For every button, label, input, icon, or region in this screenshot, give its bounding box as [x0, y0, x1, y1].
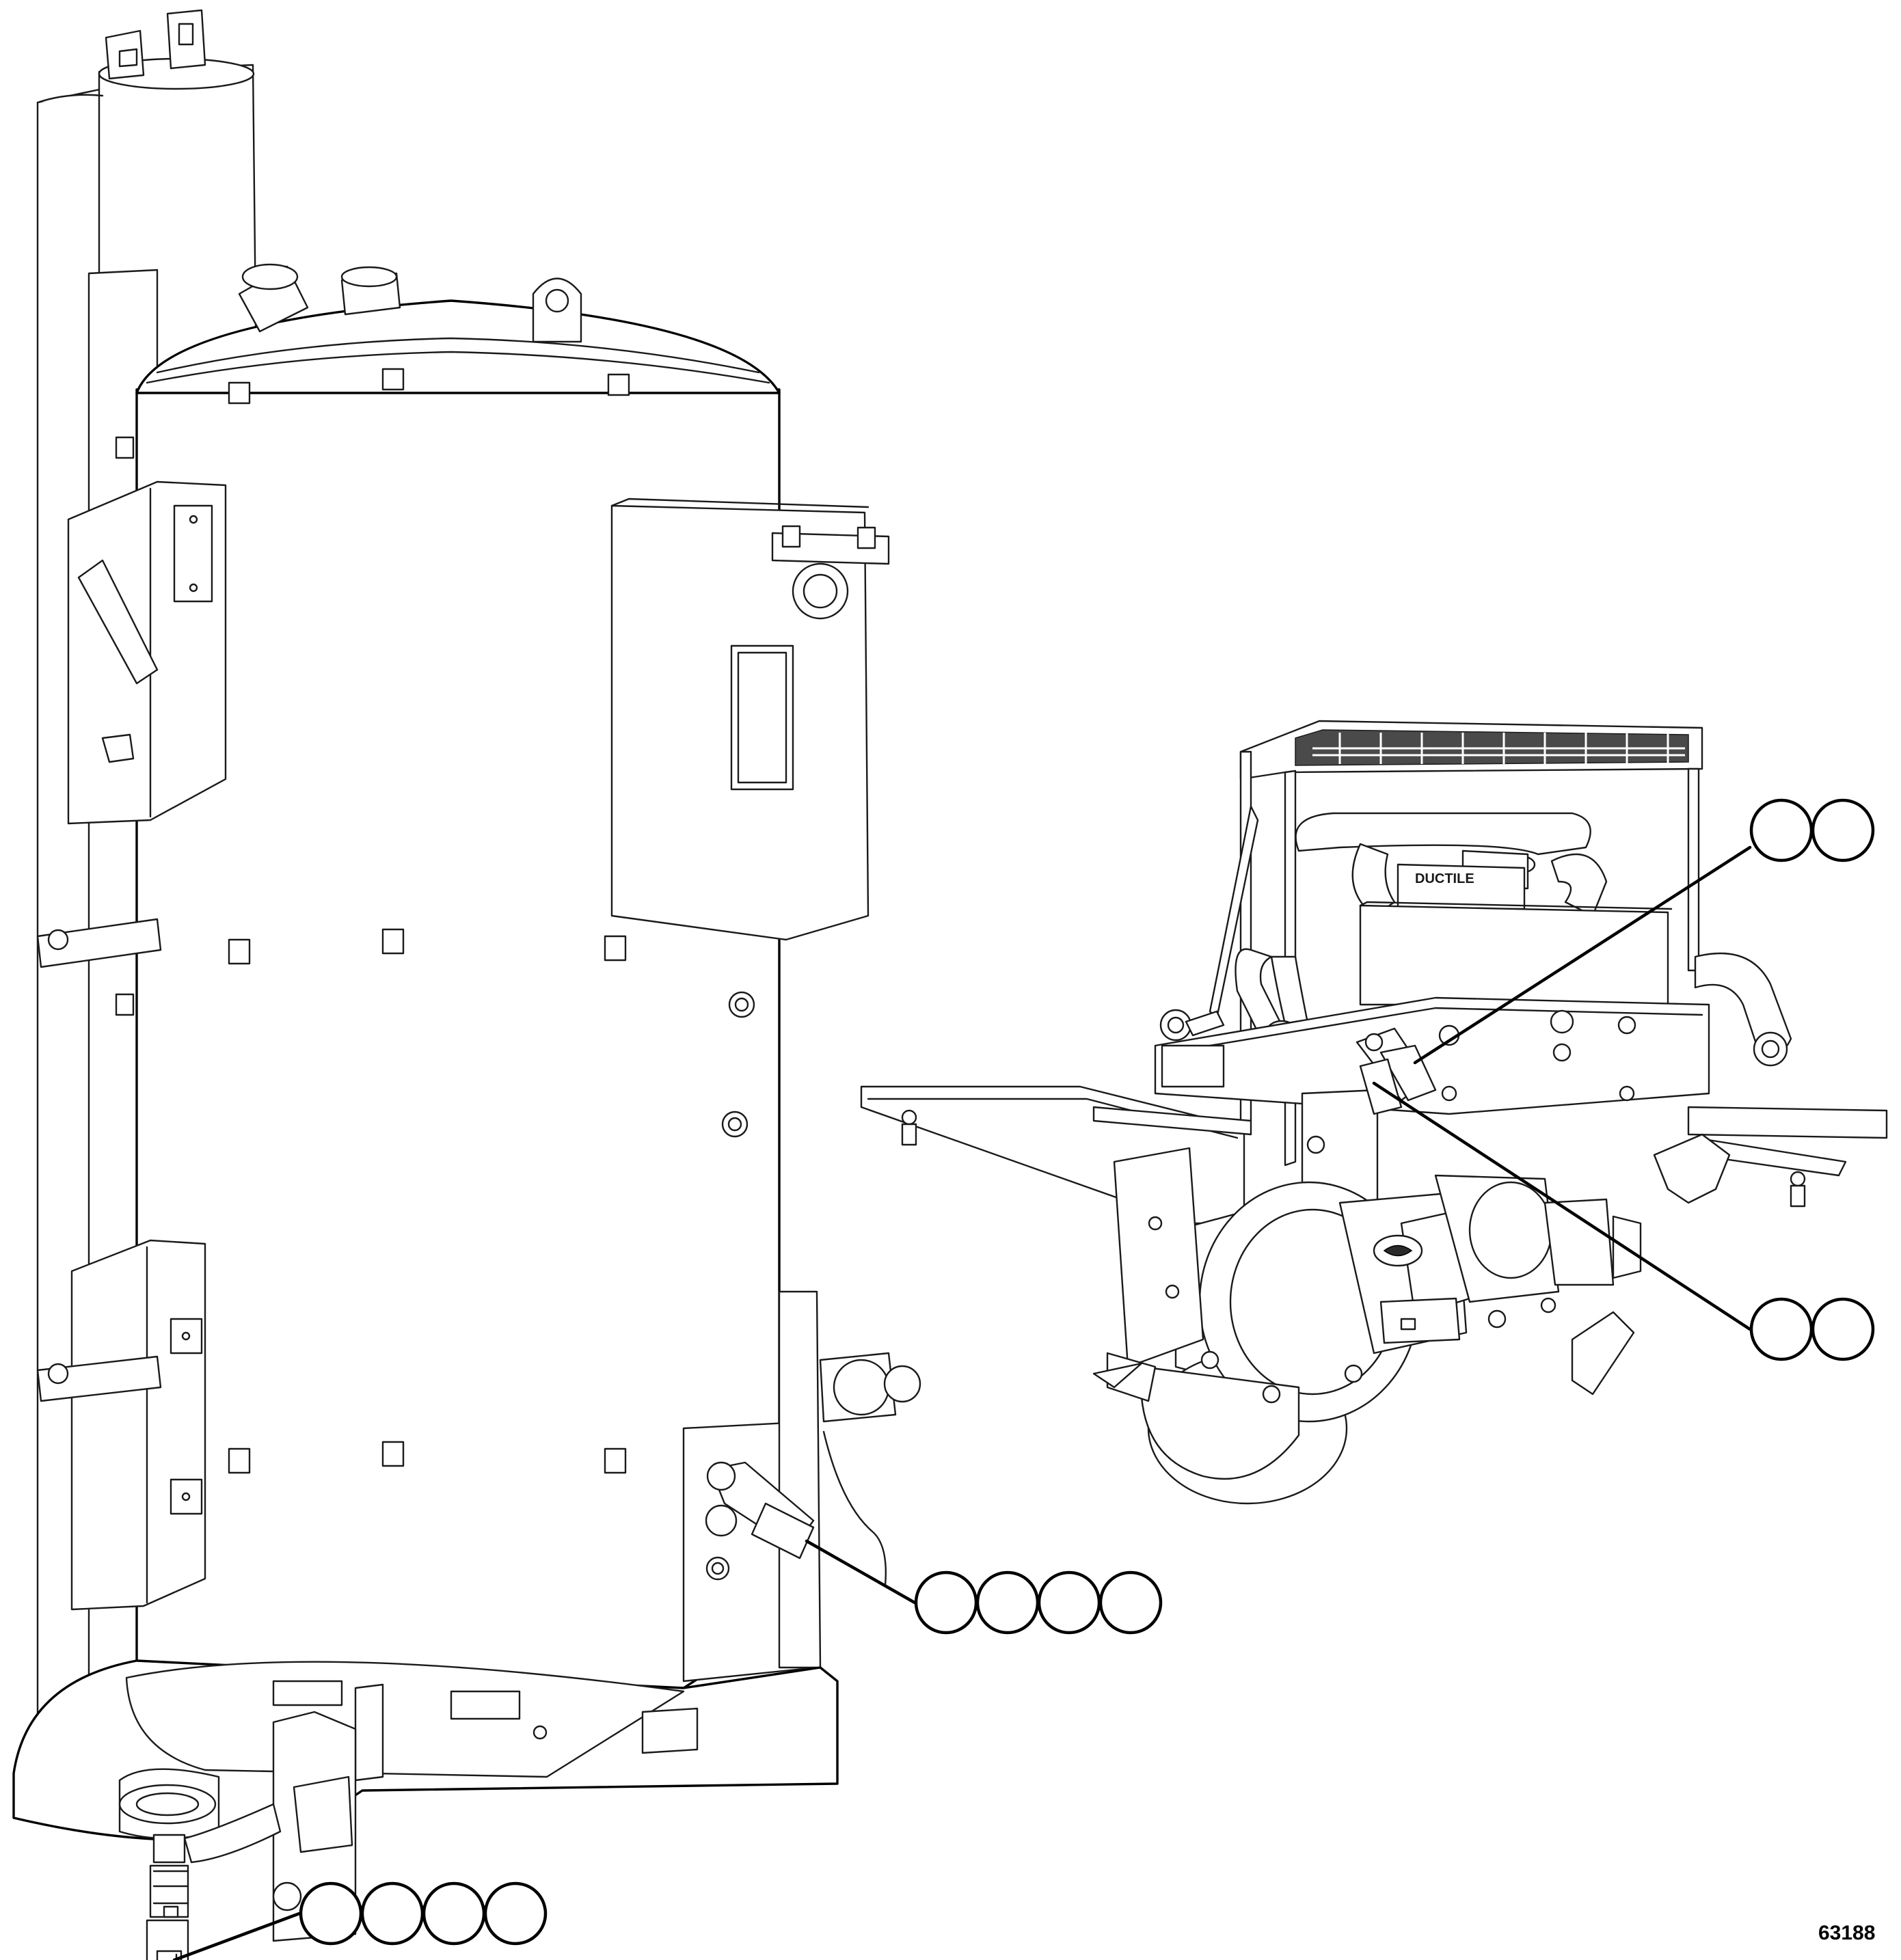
callout-balloon: [299, 1881, 363, 1946]
svg-text:DUCTILE: DUCTILE: [1415, 871, 1474, 886]
callout-balloon: [483, 1881, 548, 1946]
figure-number: 63188: [1818, 1922, 1876, 1944]
leader-upper-right: [1413, 845, 1752, 1065]
callout-balloon: [422, 1881, 486, 1946]
callout-leaders: [172, 845, 1752, 1960]
callout-group-upper-right: [1749, 798, 1875, 862]
callout-balloon: [1098, 1570, 1163, 1635]
callout-balloon: [975, 1570, 1040, 1635]
pump-assembly: DUCTILE: [860, 720, 1888, 1505]
leader-middle-right: [1372, 1081, 1752, 1331]
callout-balloon: [1749, 1297, 1814, 1361]
callout-balloon: [1037, 1570, 1101, 1635]
callout-group-middle-center: [914, 1570, 1163, 1635]
callout-balloon: [360, 1881, 424, 1946]
callout-balloon: [914, 1570, 978, 1635]
callout-balloon: [1811, 1297, 1875, 1361]
leader-middle-center: [805, 1539, 917, 1605]
leader-bottom-left: [172, 1911, 301, 1960]
callout-balloon: [1749, 798, 1814, 862]
callout-group-bottom-left: [299, 1881, 548, 1946]
callout-group-middle-right: [1749, 1297, 1875, 1361]
callout-balloon: [1811, 798, 1875, 862]
tank-assembly: [12, 9, 921, 1960]
